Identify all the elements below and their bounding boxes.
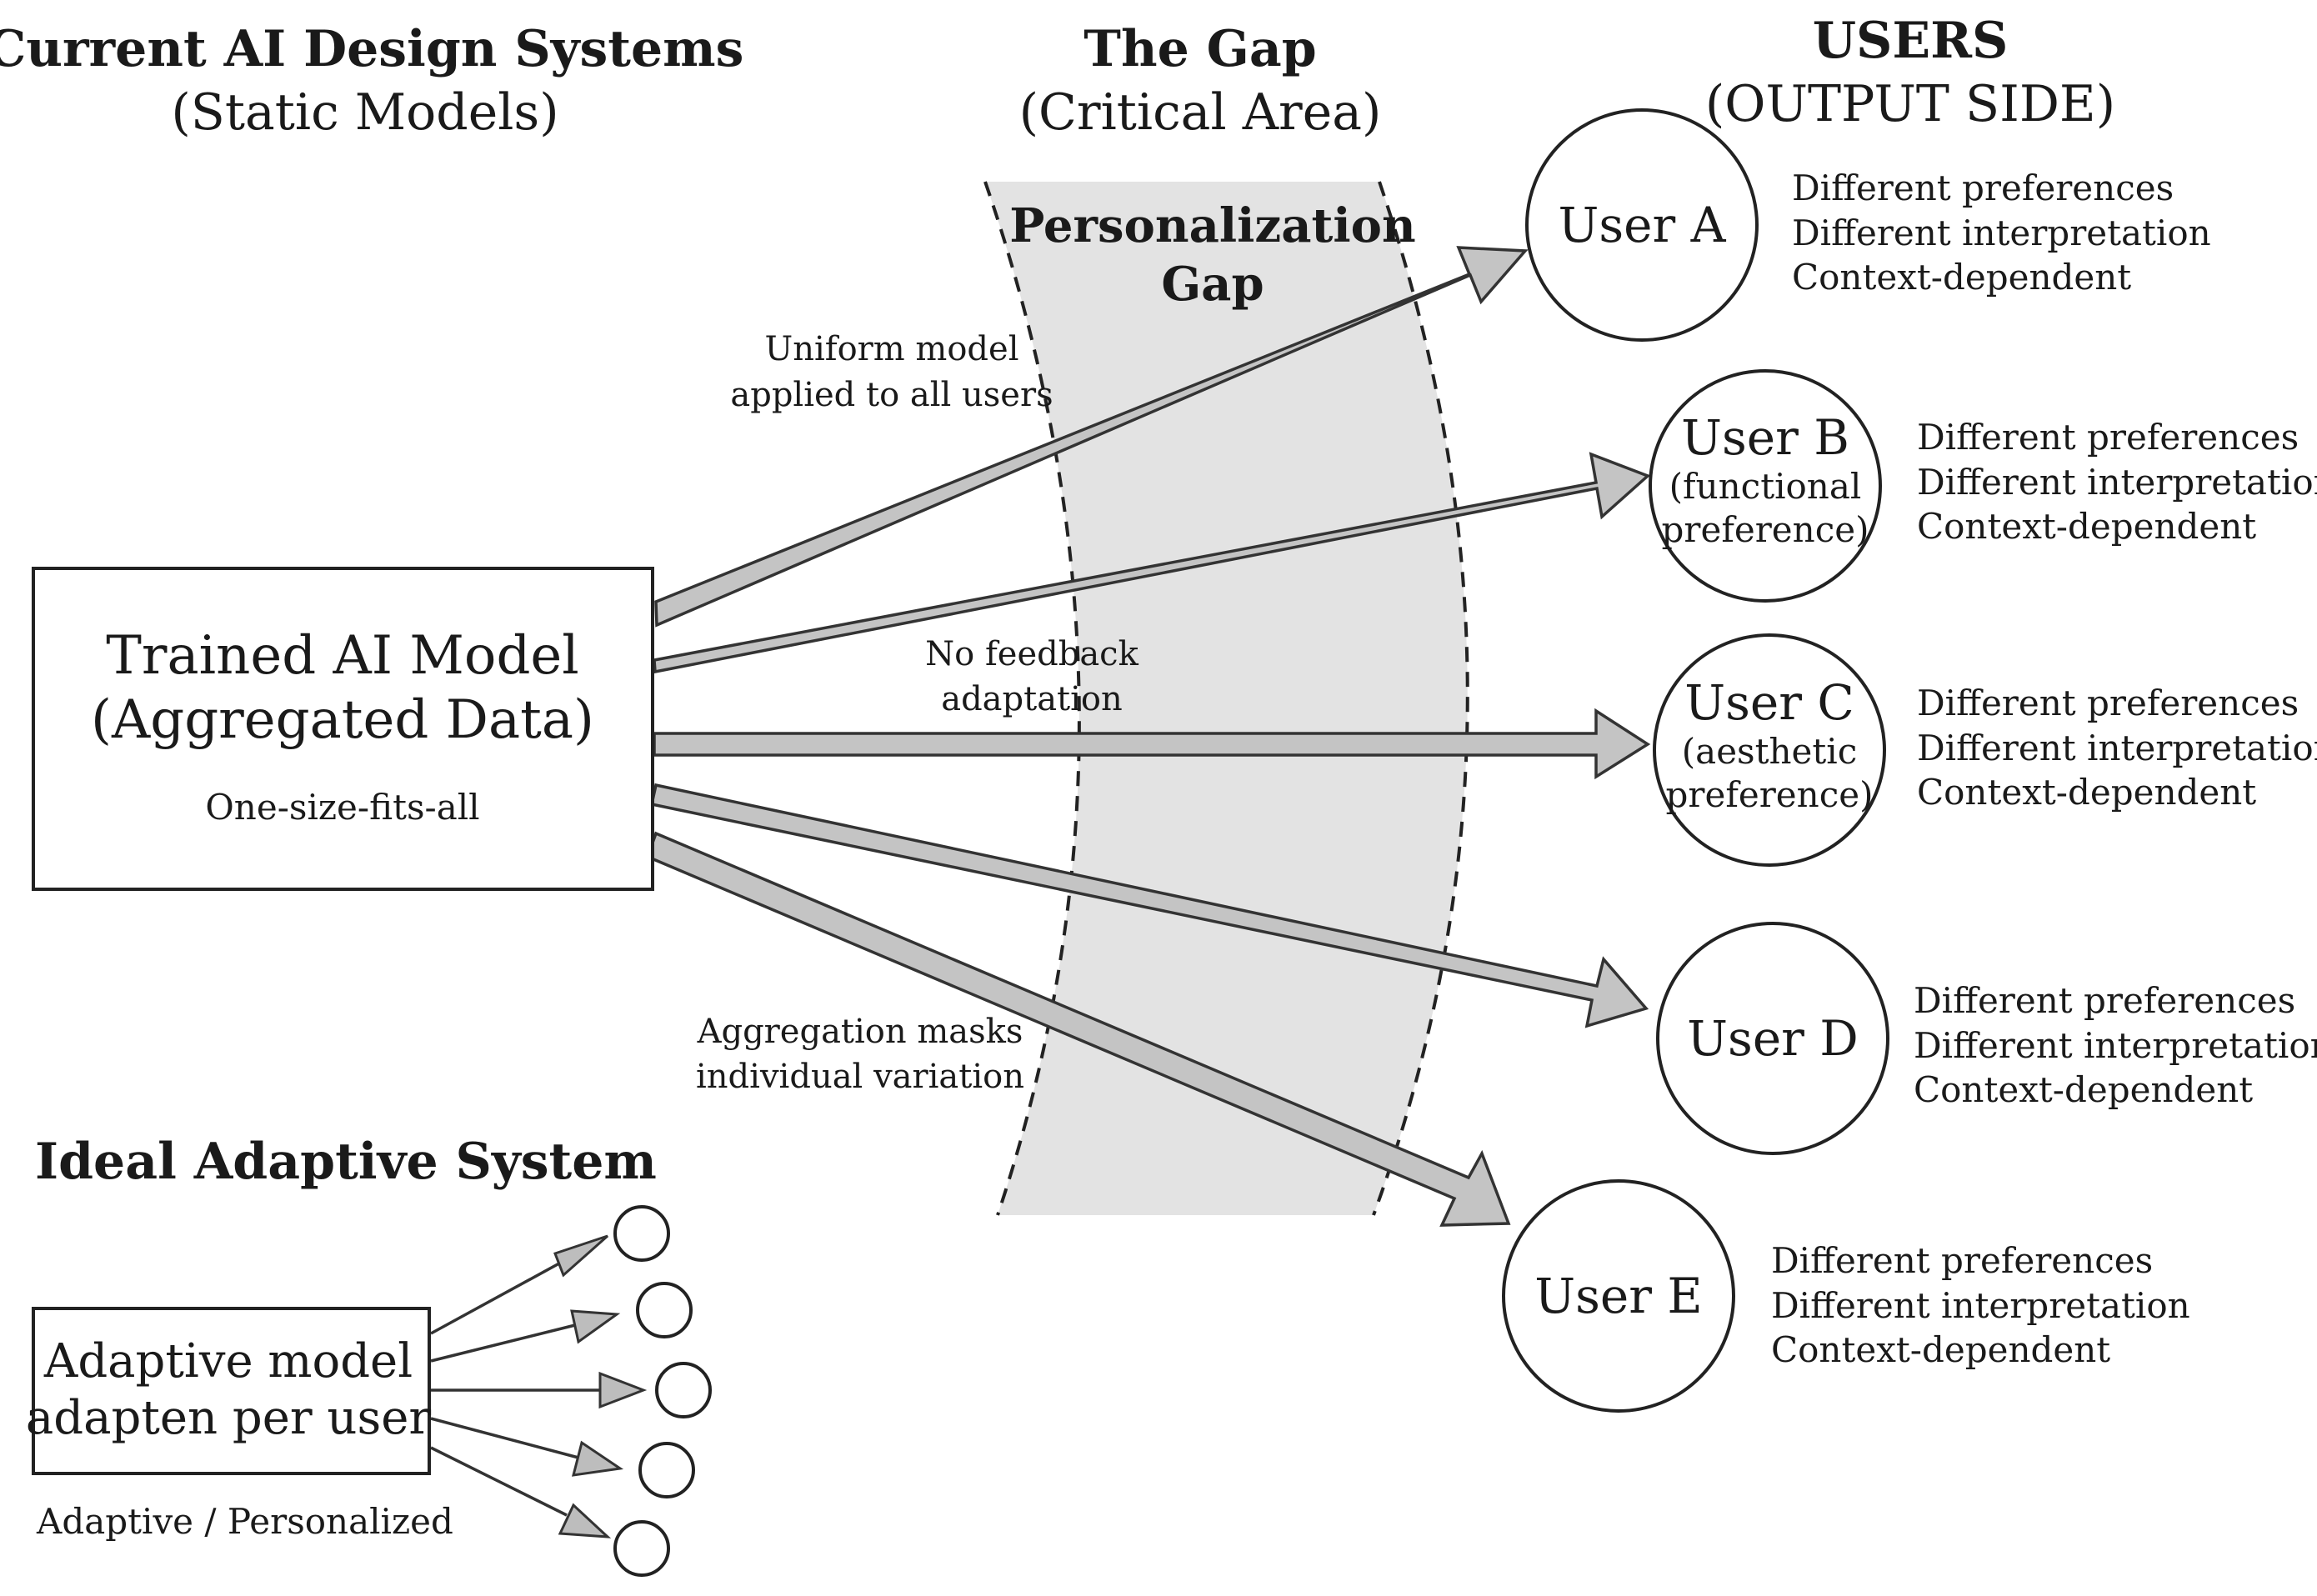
users-title: USERS xyxy=(1813,12,2009,70)
user-a-attr-1: Different preferences xyxy=(1792,168,2174,208)
aggregation-annotation: Aggregation masks xyxy=(697,1013,1023,1051)
adaptive-node-1 xyxy=(613,1205,670,1262)
user-b-sub-1: (functional xyxy=(1669,466,1862,507)
adaptive-arrowhead-2 xyxy=(570,1309,621,1344)
user-b-attr-3: Context-dependent xyxy=(1917,506,2256,547)
user-a-name: User A xyxy=(1558,197,1726,253)
user-a-attr-3: Context-dependent xyxy=(1792,257,2131,298)
adaptive-arrowhead-5 xyxy=(558,1503,612,1538)
arrow-to-user-a xyxy=(654,246,1529,628)
user-c-attr-1: Different preferences xyxy=(1917,683,2299,723)
no-feedback-annotation: No feedback xyxy=(925,635,1138,673)
user-e: User E Different preferences Different i… xyxy=(1502,1179,2190,1413)
adaptive-model-box xyxy=(32,1307,431,1475)
adaptive-node-4 xyxy=(638,1442,695,1498)
user-d-attr-3: Context-dependent xyxy=(1914,1069,2253,1110)
arrow-to-user-e xyxy=(645,831,1511,1227)
user-d-attr-2: Different interpretation xyxy=(1914,1025,2317,1066)
gap-title: The Gap xyxy=(1083,20,1316,78)
adaptive-arrow-1 xyxy=(430,1258,568,1335)
user-d-circle xyxy=(1656,922,1889,1155)
user-c-attr-3: Context-dependent xyxy=(1917,772,2256,813)
arrow-to-user-c xyxy=(653,708,1651,780)
no-feedback-annotation-2: adaptation xyxy=(941,680,1123,718)
user-b-name: User B xyxy=(1681,409,1849,466)
user-b-sub-2: preference) xyxy=(1662,509,1869,550)
adaptive-node-2 xyxy=(636,1282,693,1338)
user-d-attr-1: Different preferences xyxy=(1914,980,2295,1021)
user-d-name: User D xyxy=(1687,1010,1859,1067)
user-e-name: User E xyxy=(1534,1268,1702,1324)
personalization-gap-label: Personalization xyxy=(1009,198,1415,253)
gap-subtitle: (Critical Area) xyxy=(1019,83,1382,142)
current-systems-title: Current AI Design Systems xyxy=(0,20,743,78)
adaptive-node-3 xyxy=(655,1362,712,1418)
gap-left-edge xyxy=(983,181,1081,1216)
user-e-attr-2: Different interpretation xyxy=(1771,1285,2190,1326)
user-c-circle xyxy=(1653,633,1886,867)
adaptive-arrow-5 xyxy=(430,1446,568,1517)
adaptive-arrowhead-1 xyxy=(553,1234,608,1278)
user-a-circle xyxy=(1525,108,1759,342)
adaptive-arrowhead-3 xyxy=(598,1371,648,1409)
gap-right-edge xyxy=(1372,181,1469,1216)
trained-model-subtitle: (Aggregated Data) xyxy=(91,689,594,751)
user-c: User C (aesthetic preference) Different … xyxy=(1653,633,2317,867)
arrow-to-user-d xyxy=(649,783,1649,1028)
adaptive-node-5 xyxy=(613,1520,670,1577)
user-a-attr-2: Different interpretation xyxy=(1792,213,2211,253)
user-c-name: User C xyxy=(1684,674,1854,731)
user-a: User A Different preferences Different i… xyxy=(1525,108,2211,342)
user-d: User D Different preferences Different i… xyxy=(1656,922,2317,1155)
adaptive-model-line-2: adapten per user xyxy=(26,1391,431,1445)
adaptive-caption: Adaptive / Personalized xyxy=(36,1501,453,1542)
user-c-attr-2: Different interpretation xyxy=(1917,728,2317,768)
uniform-model-annotation-2: applied to all users xyxy=(730,376,1053,414)
adaptive-arrow-4 xyxy=(430,1417,579,1459)
user-b-attr-2: Different interpretation xyxy=(1917,462,2317,503)
user-c-sub-1: (aesthetic xyxy=(1682,731,1857,772)
uniform-model-annotation: Uniform model xyxy=(765,330,1019,368)
user-e-attr-3: Context-dependent xyxy=(1771,1329,2110,1370)
personalization-gap-label-2: Gap xyxy=(1161,257,1264,312)
user-e-circle xyxy=(1502,1179,1735,1413)
user-e-attr-1: Different preferences xyxy=(1771,1240,2153,1281)
personalization-gap-band xyxy=(985,182,1468,1215)
adaptive-user-nodes xyxy=(613,1205,712,1577)
users-subtitle: (OUTPUT SIDE) xyxy=(1705,75,2115,133)
current-systems-subtitle: (Static Models) xyxy=(171,83,558,142)
user-b-attr-1: Different preferences xyxy=(1917,417,2299,458)
arrow-to-user-b xyxy=(653,452,1651,674)
user-b-circle xyxy=(1649,369,1882,603)
trained-model-title: Trained AI Model xyxy=(106,625,579,687)
aggregation-annotation-2: individual variation xyxy=(696,1058,1024,1096)
adaptive-arrow-2 xyxy=(430,1323,576,1363)
user-b: User B (functional preference) Different… xyxy=(1649,369,2317,603)
adaptive-arrowhead-4 xyxy=(571,1440,624,1477)
adaptive-system-title: Ideal Adaptive System xyxy=(35,1133,657,1191)
trained-model-box xyxy=(32,567,654,891)
trained-model-note: One-size-fits-all xyxy=(205,787,479,828)
user-c-sub-2: preference) xyxy=(1666,774,1874,815)
adaptive-fanout-arrows xyxy=(430,1234,648,1538)
adaptive-model-line-1: Adaptive model xyxy=(43,1334,413,1388)
